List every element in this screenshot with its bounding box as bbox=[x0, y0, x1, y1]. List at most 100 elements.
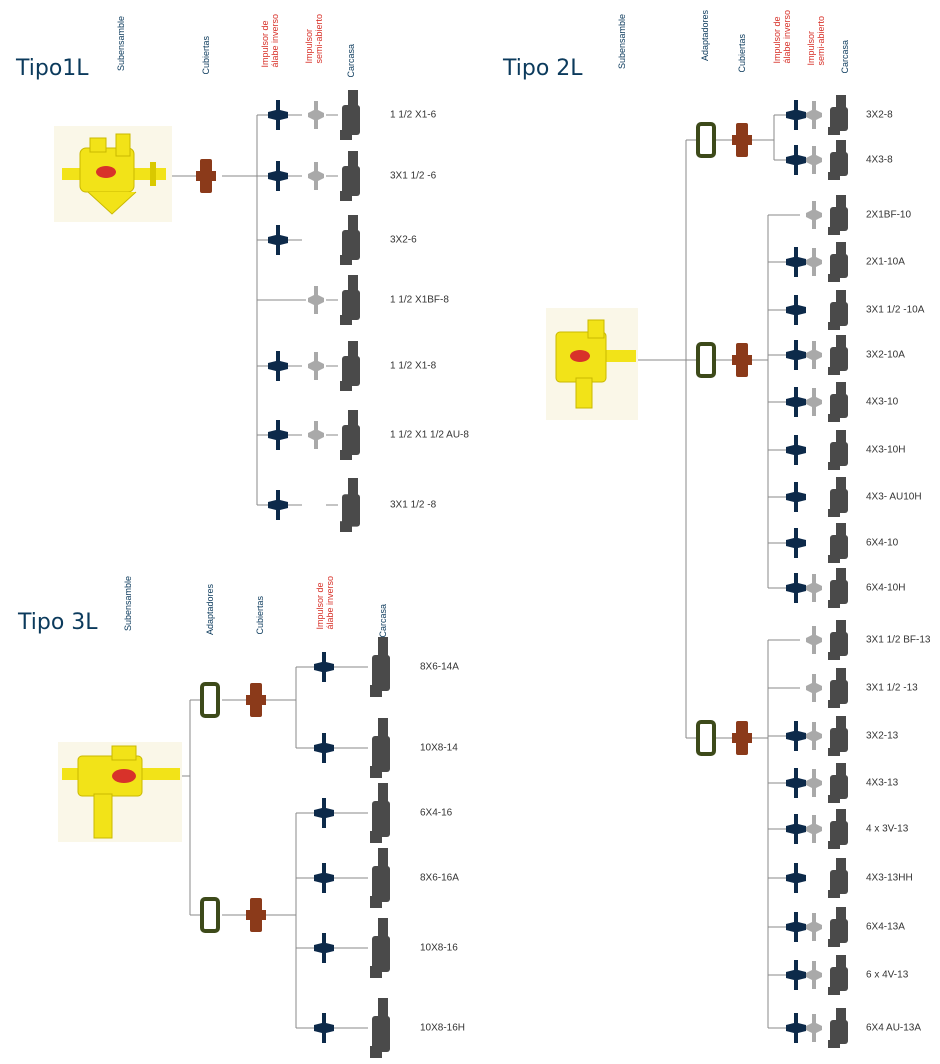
casing-icon bbox=[370, 998, 390, 1058]
tipo1l-model-label: 1 1/2 X1BF-8 bbox=[390, 294, 449, 306]
tipo2l-model-label: 4X3- AU10H bbox=[866, 491, 922, 503]
casing-icon bbox=[340, 151, 360, 201]
casing-icon bbox=[828, 195, 848, 235]
casing-icon bbox=[828, 668, 848, 708]
tipo2l-model-label: 4X3-10H bbox=[866, 444, 906, 456]
casing-icon bbox=[828, 620, 848, 660]
casing-icon bbox=[828, 140, 848, 180]
impeller-semi-icon bbox=[308, 421, 324, 449]
impeller-inverse-icon bbox=[268, 225, 288, 255]
impeller-semi-icon bbox=[308, 101, 324, 129]
cover-icon bbox=[246, 683, 266, 717]
casing-icon bbox=[828, 858, 848, 898]
impeller-inverse-icon bbox=[314, 733, 334, 763]
tipo2l-title: Tipo 2L bbox=[503, 56, 583, 81]
tipo1l-model-label: 1 1/2 X1 1/2 AU-8 bbox=[390, 429, 469, 441]
tipo2l-model-label: 6X4-13A bbox=[866, 921, 905, 933]
tipo2l-model-label: 2X1BF-10 bbox=[866, 209, 912, 221]
tipo2l-model-label: 2X1-10A bbox=[866, 256, 905, 268]
impeller-semi-icon bbox=[806, 961, 822, 989]
casing-icon bbox=[370, 848, 390, 908]
tipo3l-model-label: 10X8-16H bbox=[420, 1022, 466, 1034]
impeller-semi-icon bbox=[806, 913, 822, 941]
impeller-inverse-icon bbox=[268, 420, 288, 450]
casing-icon bbox=[828, 382, 848, 422]
casing-icon bbox=[828, 430, 848, 470]
casing-icon bbox=[828, 335, 848, 375]
casing-icon bbox=[370, 918, 390, 978]
impeller-inverse-icon bbox=[786, 482, 806, 512]
impeller-inverse-icon bbox=[786, 721, 806, 751]
adapter-icon bbox=[696, 720, 716, 756]
tipo1l-model-label: 1 1/2 X1-8 bbox=[390, 360, 437, 372]
tipo2l-model-label: 6X4-10H bbox=[866, 582, 906, 594]
tipo2l-model-label: 3X1 1/2 BF-13 bbox=[866, 634, 931, 646]
tipo2l-model-label: 4X3-13 bbox=[866, 777, 899, 789]
impeller-inverse-icon bbox=[268, 100, 288, 130]
impeller-inverse-icon bbox=[314, 652, 334, 682]
tipo2l-model-label: 4 x 3V-13 bbox=[866, 823, 909, 835]
tipo1l-title: Tipo1L bbox=[16, 56, 89, 81]
impeller-inverse-icon bbox=[268, 161, 288, 191]
adapter-icon bbox=[200, 682, 220, 718]
casing-icon bbox=[370, 783, 390, 843]
impeller-semi-icon bbox=[806, 1014, 822, 1042]
impeller-inverse-icon bbox=[786, 340, 806, 370]
impeller-semi-icon bbox=[806, 815, 822, 843]
impeller-semi-icon bbox=[806, 626, 822, 654]
casing-icon bbox=[828, 955, 848, 995]
cover-icon bbox=[246, 898, 266, 932]
tipo2l-subassembly-image bbox=[546, 308, 638, 420]
tipo3l-title: Tipo 3L bbox=[18, 610, 98, 635]
tipo2l-model-label: 3X2-13 bbox=[866, 730, 899, 742]
casing-icon bbox=[340, 215, 360, 265]
casing-icon bbox=[828, 716, 848, 756]
casing-icon bbox=[828, 242, 848, 282]
cover-icon bbox=[732, 721, 752, 755]
impeller-semi-icon bbox=[806, 574, 822, 602]
tipo3l-model-label: 10X8-16 bbox=[420, 942, 458, 954]
impeller-inverse-icon bbox=[786, 295, 806, 325]
tipo3l-model-label: 8X6-14A bbox=[420, 661, 459, 673]
tipo2l-model-label: 6X4 AU-13A bbox=[866, 1022, 922, 1034]
cover-icon bbox=[732, 123, 752, 157]
casing-icon bbox=[340, 410, 360, 460]
tipo2l-model-label: 3X1 1/2 -13 bbox=[866, 682, 918, 694]
casing-icon bbox=[828, 95, 848, 135]
impeller-inverse-icon bbox=[786, 768, 806, 798]
tipo1l-model-label: 3X2-6 bbox=[390, 234, 417, 246]
casing-icon bbox=[340, 341, 360, 391]
impeller-inverse-icon bbox=[786, 573, 806, 603]
tipo1l-model-label: 3X1 1/2 -8 bbox=[390, 499, 437, 511]
impeller-inverse-icon bbox=[786, 435, 806, 465]
impeller-inverse-icon bbox=[268, 351, 288, 381]
casing-icon bbox=[340, 275, 360, 325]
tipo2l-model-label: 3X1 1/2 -10A bbox=[866, 304, 925, 316]
casing-icon bbox=[828, 809, 848, 849]
adapter-icon bbox=[696, 122, 716, 158]
impeller-inverse-icon bbox=[786, 1013, 806, 1043]
impeller-inverse-icon bbox=[314, 863, 334, 893]
impeller-inverse-icon bbox=[786, 100, 806, 130]
tipo2l-model-label: 3X2-10A bbox=[866, 349, 905, 361]
casing-icon bbox=[340, 478, 360, 532]
casing-icon bbox=[370, 637, 390, 697]
tipo1l-subassembly-image bbox=[54, 126, 172, 222]
tipo3l-model-label: 6X4-16 bbox=[420, 807, 453, 819]
tipo2l-model-label: 4X3-13HH bbox=[866, 872, 913, 884]
tipo2l-model-label: 4X3-8 bbox=[866, 154, 893, 166]
impeller-semi-icon bbox=[806, 146, 822, 174]
tipo2l-model-label: 6 x 4V-13 bbox=[866, 969, 909, 981]
impeller-inverse-icon bbox=[314, 933, 334, 963]
tipo3l-model-label: 8X6-16A bbox=[420, 872, 459, 884]
impeller-inverse-icon bbox=[786, 145, 806, 175]
casing-icon bbox=[828, 763, 848, 803]
impeller-inverse-icon bbox=[268, 490, 288, 520]
casing-icon bbox=[828, 907, 848, 947]
impeller-semi-icon bbox=[806, 388, 822, 416]
impeller-semi-icon bbox=[308, 352, 324, 380]
cover-icon bbox=[732, 343, 752, 377]
tipo1l-model-label: 1 1/2 X1-6 bbox=[390, 109, 437, 121]
impeller-inverse-icon bbox=[786, 387, 806, 417]
casing-icon bbox=[828, 1008, 848, 1048]
